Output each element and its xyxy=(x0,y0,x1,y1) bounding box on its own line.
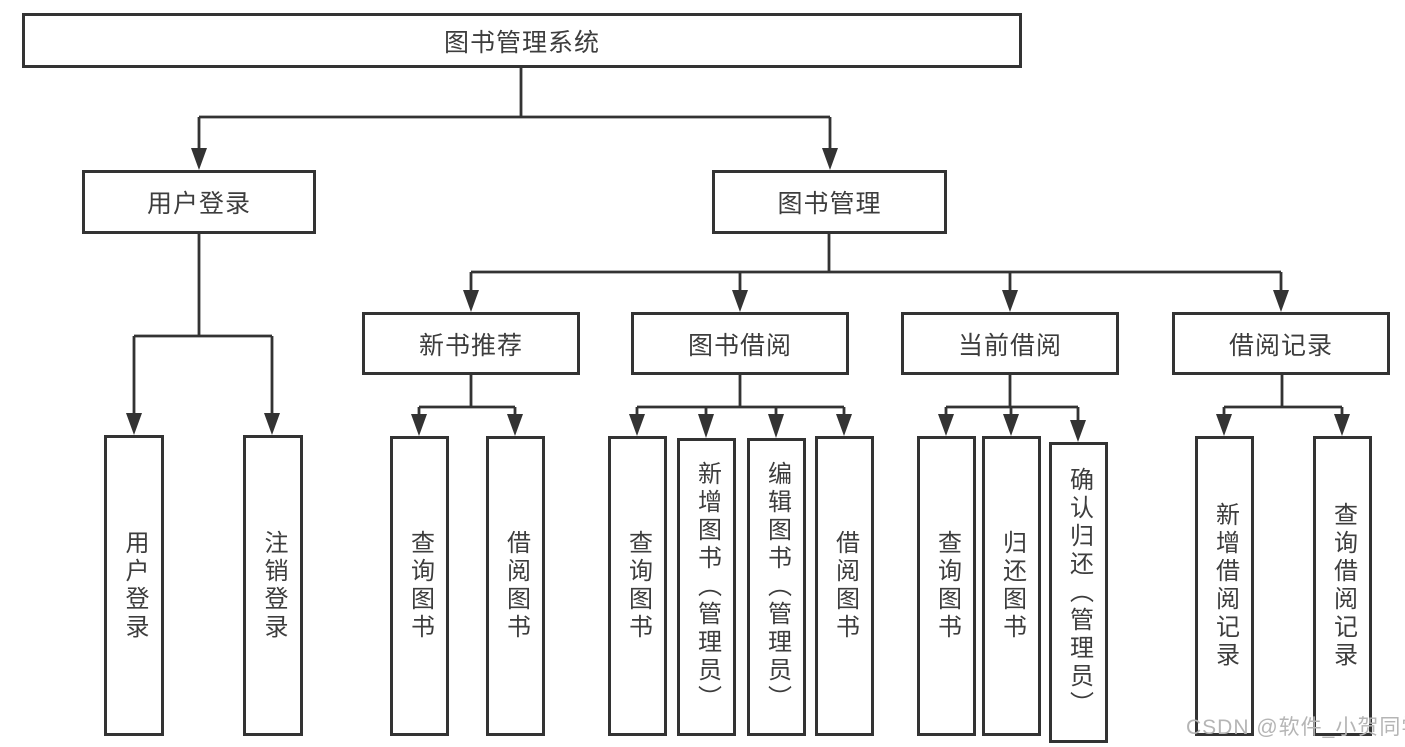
node-user-login: 用户登录 xyxy=(104,435,164,736)
node-borrow-books: 借阅图书 xyxy=(815,436,874,736)
node-book-borrowing: 图书借阅 xyxy=(631,312,849,375)
node-query-books: 查询图书 xyxy=(608,436,667,736)
arrowhead-icon xyxy=(411,414,523,436)
arrowhead-icon xyxy=(126,413,280,435)
node-new-book-recommendation: 新书推荐 xyxy=(362,312,580,375)
node-return-books: 归还图书 xyxy=(982,436,1041,736)
node-book-management-branch: 图书管理 xyxy=(712,170,947,234)
node-add-book-admin: 新增图书（管理员） xyxy=(677,438,736,736)
connector-newbook-to-leaves xyxy=(417,375,517,414)
node-confirm-return-admin: 确认归还（管理员） xyxy=(1049,442,1108,743)
node-borrow-books: 借阅图书 xyxy=(486,436,545,736)
node-library-management-system: 图书管理系统 xyxy=(22,13,1022,68)
node-query-books: 查询图书 xyxy=(917,436,976,736)
node-logout: 注销登录 xyxy=(243,435,303,736)
node-query-borrowing-record: 查询借阅记录 xyxy=(1313,436,1372,736)
node-query-books: 查询图书 xyxy=(390,436,449,736)
connector-userlogin-to-leaves xyxy=(132,233,274,413)
connector-root-to-branches xyxy=(197,68,832,148)
connector-records-to-leaves xyxy=(1222,375,1344,414)
node-edit-book-admin: 编辑图书（管理员） xyxy=(747,438,806,736)
node-current-borrowing: 当前借阅 xyxy=(901,312,1119,375)
connector-borrowing-to-leaves xyxy=(635,375,846,414)
connector-bookmgmt-to-sections xyxy=(469,233,1283,290)
arrowhead-icon xyxy=(191,148,838,170)
arrowhead-icon xyxy=(938,414,1086,442)
arrowhead-icon xyxy=(629,414,852,438)
node-add-borrowing-record: 新增借阅记录 xyxy=(1195,436,1254,736)
arrowhead-icon xyxy=(463,290,1289,312)
arrowhead-icon xyxy=(1216,414,1350,436)
node-borrowing-records: 借阅记录 xyxy=(1172,312,1390,375)
connector-current-to-leaves xyxy=(944,375,1080,420)
watermark-text: CSDN @软件_小贺同学 xyxy=(1186,716,1405,739)
node-user-login-branch: 用户登录 xyxy=(82,170,316,234)
